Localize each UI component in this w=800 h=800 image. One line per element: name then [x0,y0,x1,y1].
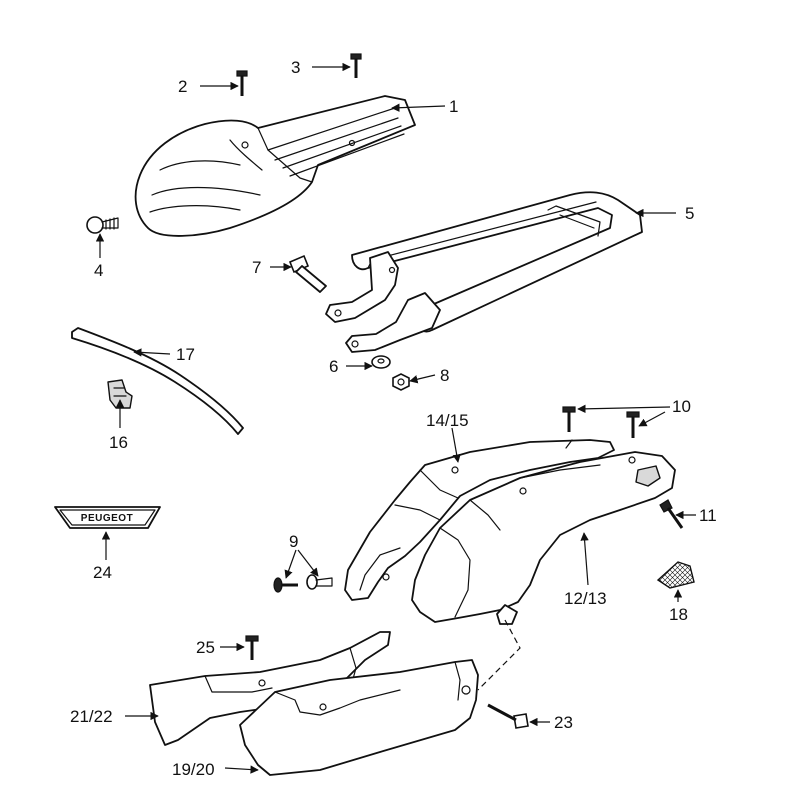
label-1: 1 [449,97,458,116]
part-9-screws [273,574,333,593]
label-10: 10 [672,397,691,416]
part-2-screw [236,70,248,96]
part-25-screw [245,635,259,660]
label-19-20: 19/20 [172,760,215,779]
leader-lines [95,62,696,774]
label-14-15: 14/15 [426,411,469,430]
part-19-20-lower-side-panel [239,659,479,776]
label-5: 5 [685,204,694,223]
part-4-clip [86,216,119,234]
part-21-22-lower-panel [149,631,391,746]
part-17-trim-strip [71,327,244,435]
part-6-washer [371,355,391,369]
part-5-rack-frame [325,191,643,353]
label-11: 11 [699,506,717,525]
label-3: 3 [291,58,300,77]
part-8-nut [392,373,410,391]
part-11-screw [659,499,684,529]
label-6: 6 [329,357,338,376]
label-24: 24 [93,563,112,582]
part-1-tail-cover [134,95,416,237]
part-10-screws [562,406,640,438]
part-24-badge: PEUGEOT [54,506,161,529]
label-4: 4 [94,261,103,280]
part-18-reflector [656,561,695,589]
callout-labels: 2 3 1 4 5 7 6 8 17 16 10 14/15 11 12/13 … [70,58,717,779]
label-17: 17 [176,345,195,364]
label-8: 8 [440,366,449,385]
part-14-15-upper-side-cover [344,439,615,601]
label-2: 2 [178,77,187,96]
label-21-22: 21/22 [70,707,113,726]
part-7-bolt [288,254,327,293]
label-12-13: 12/13 [564,589,607,608]
label-9: 9 [289,532,298,551]
assembly-line [477,619,521,691]
label-25: 25 [196,638,215,657]
part-23-bolt [487,703,529,729]
label-18: 18 [669,605,688,624]
part-16-clip [107,379,133,409]
label-16: 16 [109,433,128,452]
badge-text: PEUGEOT [81,513,133,524]
part-12-13-rear-side-cover [411,451,676,625]
label-7: 7 [252,258,261,277]
label-23: 23 [554,713,573,732]
part-3-screw [350,53,362,78]
